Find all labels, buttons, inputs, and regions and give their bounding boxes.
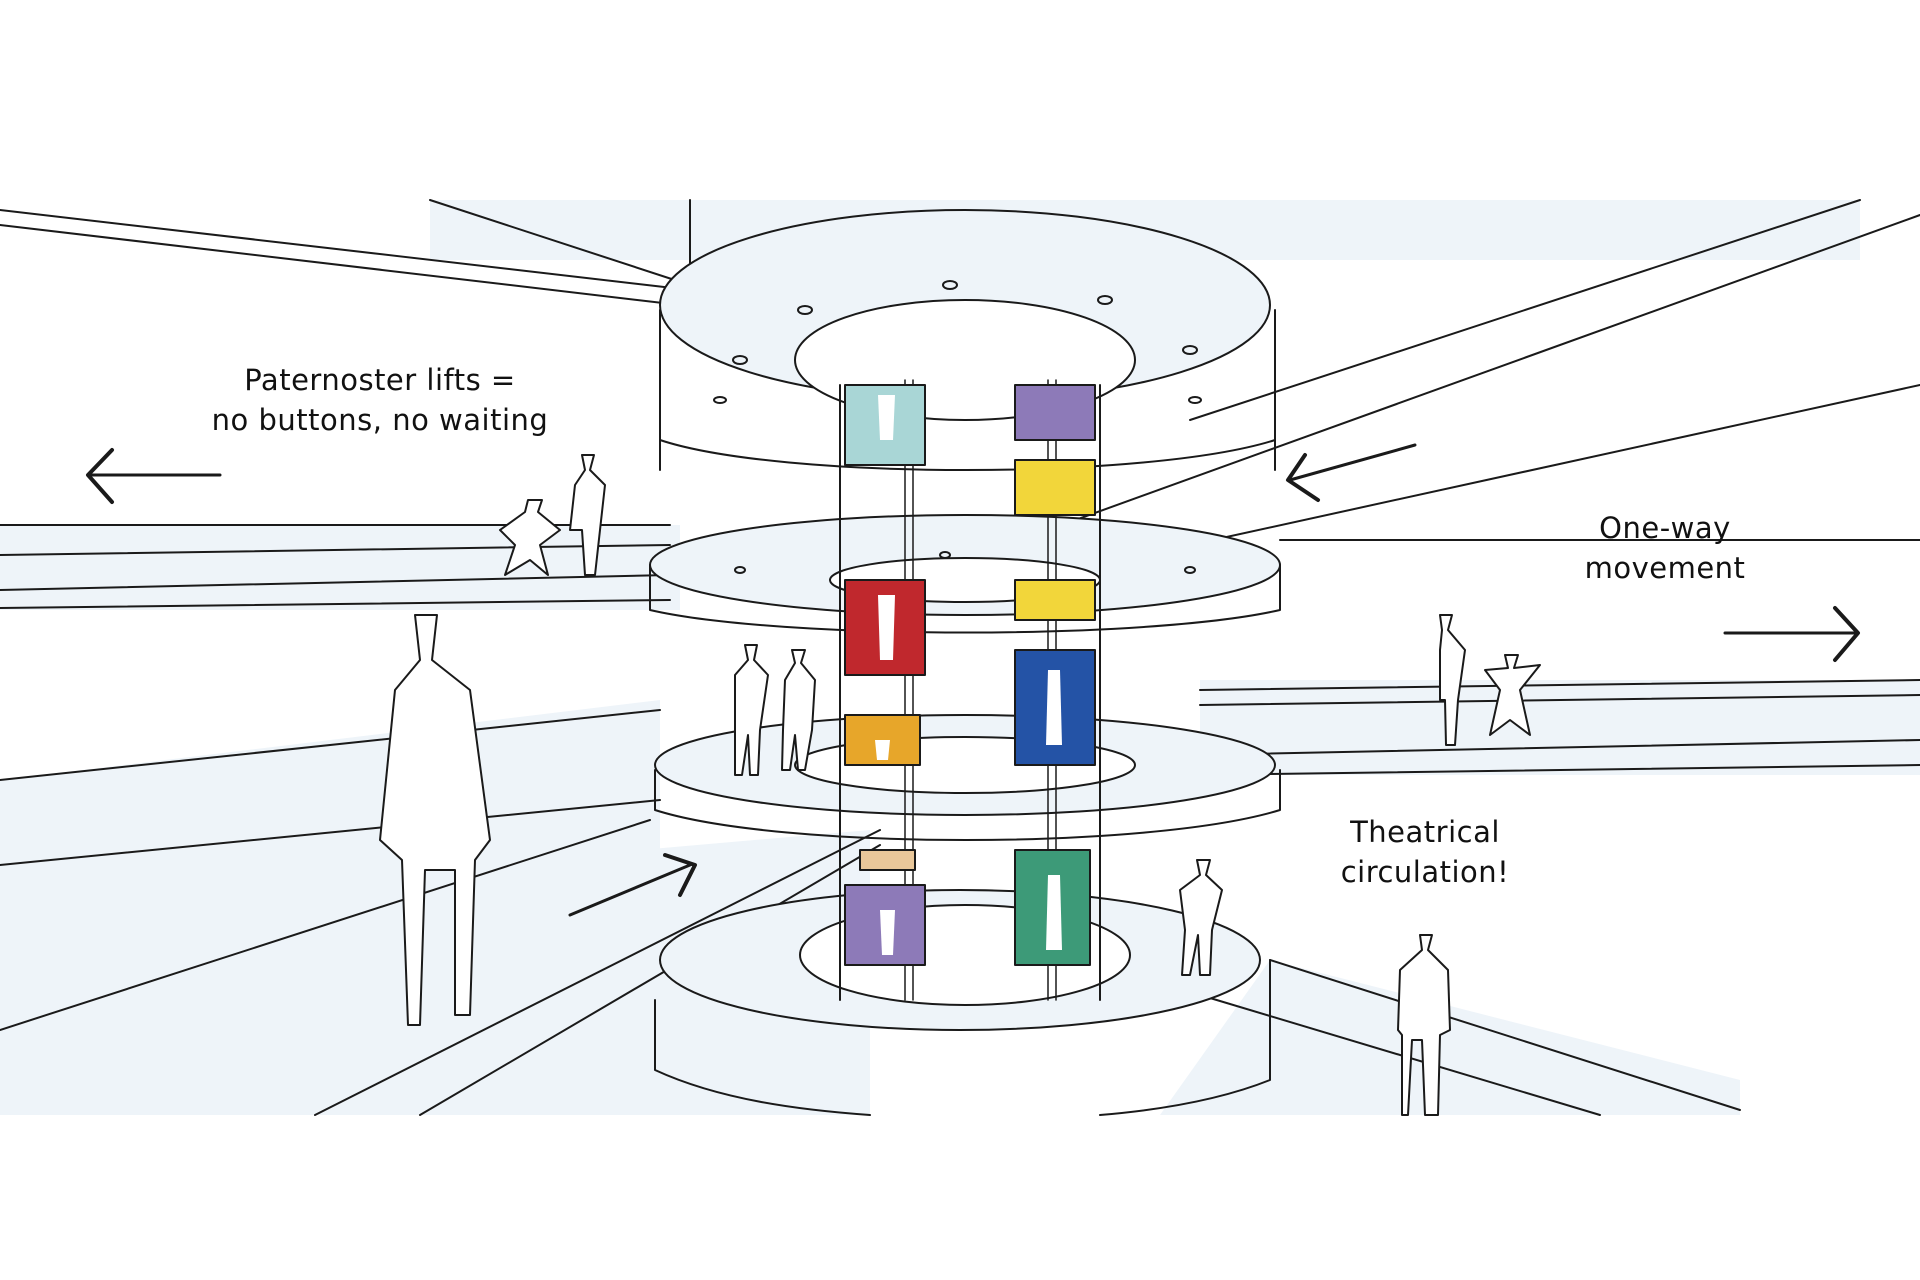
annotation-line: circulation!: [1340, 855, 1510, 889]
arrow-right-icon: [1723, 606, 1860, 662]
person-figure-icon: [1179, 859, 1223, 976]
person-figure-icon: [379, 614, 491, 1026]
arrow-left-icon: [1286, 443, 1417, 502]
person-figure-icon: [1439, 614, 1466, 746]
annotation-paternoster-lifts: Paternoster lifts = no buttons, no waiti…: [190, 360, 570, 440]
person-figure-icon: [1397, 934, 1451, 1116]
annotation-line: One-way: [1599, 511, 1731, 545]
person-figure-icon: [569, 454, 606, 576]
people-figures: [379, 454, 1541, 1116]
lift-cabins: [844, 384, 1096, 966]
rotunda: [649, 209, 1281, 1116]
annotation-one-way: One-way movement: [1560, 508, 1770, 588]
annotation-line: no buttons, no waiting: [211, 403, 549, 437]
person-figure-icon: [1484, 654, 1541, 736]
cabin-yellow-top: [1014, 459, 1096, 516]
annotation-line: Theatrical: [1350, 815, 1500, 849]
arrow-left-icon: [86, 448, 222, 504]
cabin-tan: [859, 849, 916, 871]
annotation-line: Paternoster lifts =: [244, 363, 516, 397]
cabin-purple-top: [1014, 384, 1096, 441]
cabin-yellow-mid: [1014, 579, 1096, 621]
annotation-line: movement: [1584, 551, 1746, 585]
annotation-theatrical: Theatrical circulation!: [1325, 812, 1525, 892]
arrows[interactable]: [86, 443, 1860, 917]
person-figure-icon: [499, 499, 561, 576]
arrow-right-icon: [568, 853, 697, 917]
gallery-edges: [0, 199, 1920, 1116]
person-figure-icon: [781, 649, 816, 771]
person-figure-icon: [734, 644, 769, 776]
